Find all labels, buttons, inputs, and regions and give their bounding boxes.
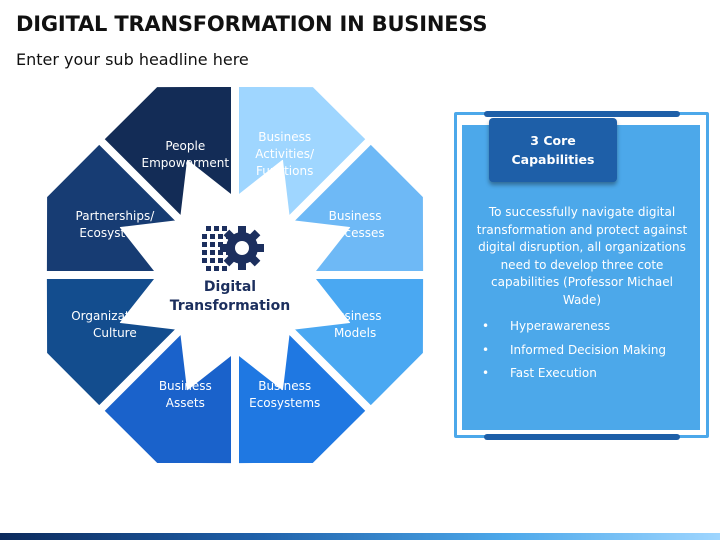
capabilities-header: 3 Core Capabilities: [489, 118, 617, 182]
segment-business-activities: [238, 85, 367, 217]
page-title: DIGITAL TRANSFORMATION IN BUSINESS: [16, 12, 488, 36]
segment-label-people-empowerment: People Empowerment: [141, 138, 230, 170]
capabilities-header-text: 3 Core Capabilities: [511, 133, 595, 167]
capability-text: Hyperawareness: [510, 319, 611, 333]
gear-chip-icon: [202, 226, 264, 271]
bullet-icon: •: [482, 342, 490, 357]
capability-item: • Fast Execution: [482, 365, 682, 383]
bullet-icon: •: [482, 319, 490, 333]
segment-label-business-ecosystems: Business Ecosystems: [249, 379, 321, 411]
segment-partnerships-ecosystems: [45, 143, 177, 272]
panel-bottom-bar: [484, 434, 680, 440]
segment-business-ecosystems: [238, 333, 367, 465]
capability-text: Fast Execution: [510, 366, 597, 380]
capability-item: • Informed Decision Making: [482, 342, 682, 360]
segment-business-assets: [103, 333, 232, 465]
center-label: Digital Transformation: [169, 279, 291, 314]
segment-organizational-culture: [45, 278, 177, 407]
capability-item: • Hyperawareness: [482, 318, 682, 336]
segment-label-organizational-culture: Organizational Culture: [71, 308, 159, 340]
segment-people-empowerment: [103, 85, 232, 217]
page-subtitle: Enter your sub headline here: [16, 50, 249, 69]
capability-text: Informed Decision Making: [510, 342, 667, 357]
segment-business-models: [293, 278, 425, 407]
panel-top-bar: [484, 111, 680, 117]
segment-label-partnerships-ecosystems: Partnerships/ Ecosystems: [75, 209, 155, 241]
capabilities-description: To successfully navigate digital transfo…: [476, 205, 688, 307]
bottom-accent-strip: [0, 533, 720, 540]
capabilities-list: • Hyperawareness • Informed Decision Makin…: [482, 318, 682, 389]
segment-business-processes: [293, 143, 425, 272]
segment-label-business-processes: Business Processes: [325, 209, 385, 241]
bullet-icon: •: [482, 366, 490, 380]
segment-label-business-models: Business Models: [328, 308, 382, 340]
segment-label-business-activities: Business Activities/ Functions: [255, 130, 315, 179]
segment-label-business-assets: Business Assets: [158, 379, 212, 411]
